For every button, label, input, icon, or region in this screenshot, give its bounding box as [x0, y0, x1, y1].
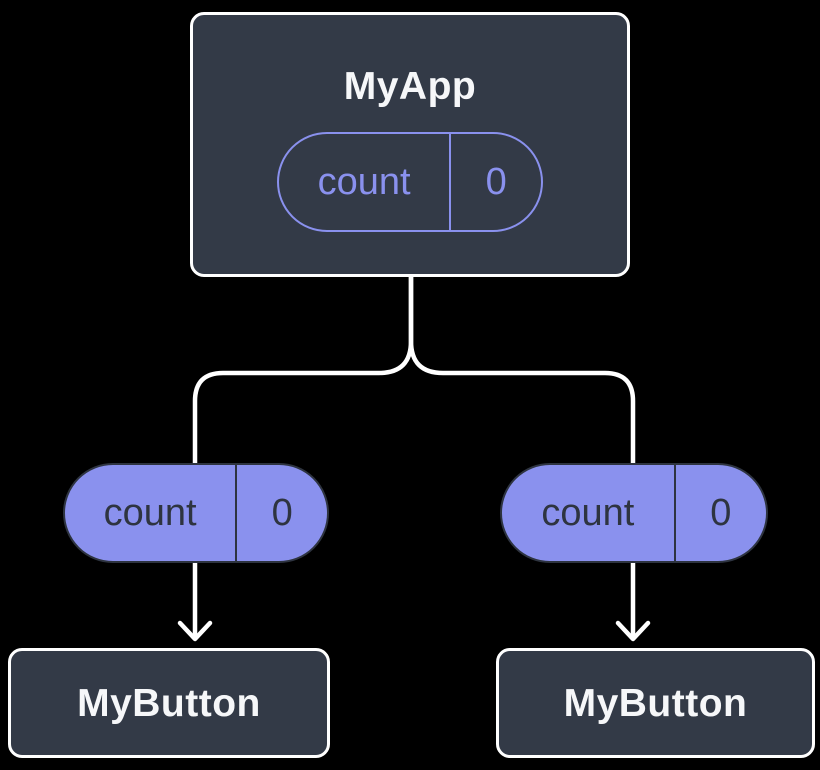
- mybutton-node-label: MyButton: [563, 681, 748, 725]
- arrowhead-right-icon: [615, 620, 651, 642]
- mybutton-node-right: MyButton: [496, 648, 815, 758]
- myapp-state-pill: count 0: [277, 132, 543, 232]
- mybutton-node-left: MyButton: [8, 648, 330, 758]
- prop-name: count: [502, 465, 676, 561]
- prop-value: 0: [271, 492, 293, 534]
- prop-value: 0: [710, 492, 732, 534]
- mybutton-node-label: MyButton: [77, 681, 261, 725]
- prop-name: count: [65, 465, 238, 561]
- arrowhead-left-icon: [177, 620, 213, 642]
- prop-pill-right: count 0: [500, 463, 768, 563]
- myapp-node-label: MyApp: [343, 65, 477, 108]
- prop-pill-left: count 0: [63, 463, 329, 563]
- state-name: count: [279, 134, 452, 230]
- branch-left-connector: [192, 274, 414, 640]
- myapp-node: MyApp count 0: [190, 12, 630, 277]
- branch-right-connector: [408, 274, 636, 640]
- state-value: 0: [485, 161, 507, 203]
